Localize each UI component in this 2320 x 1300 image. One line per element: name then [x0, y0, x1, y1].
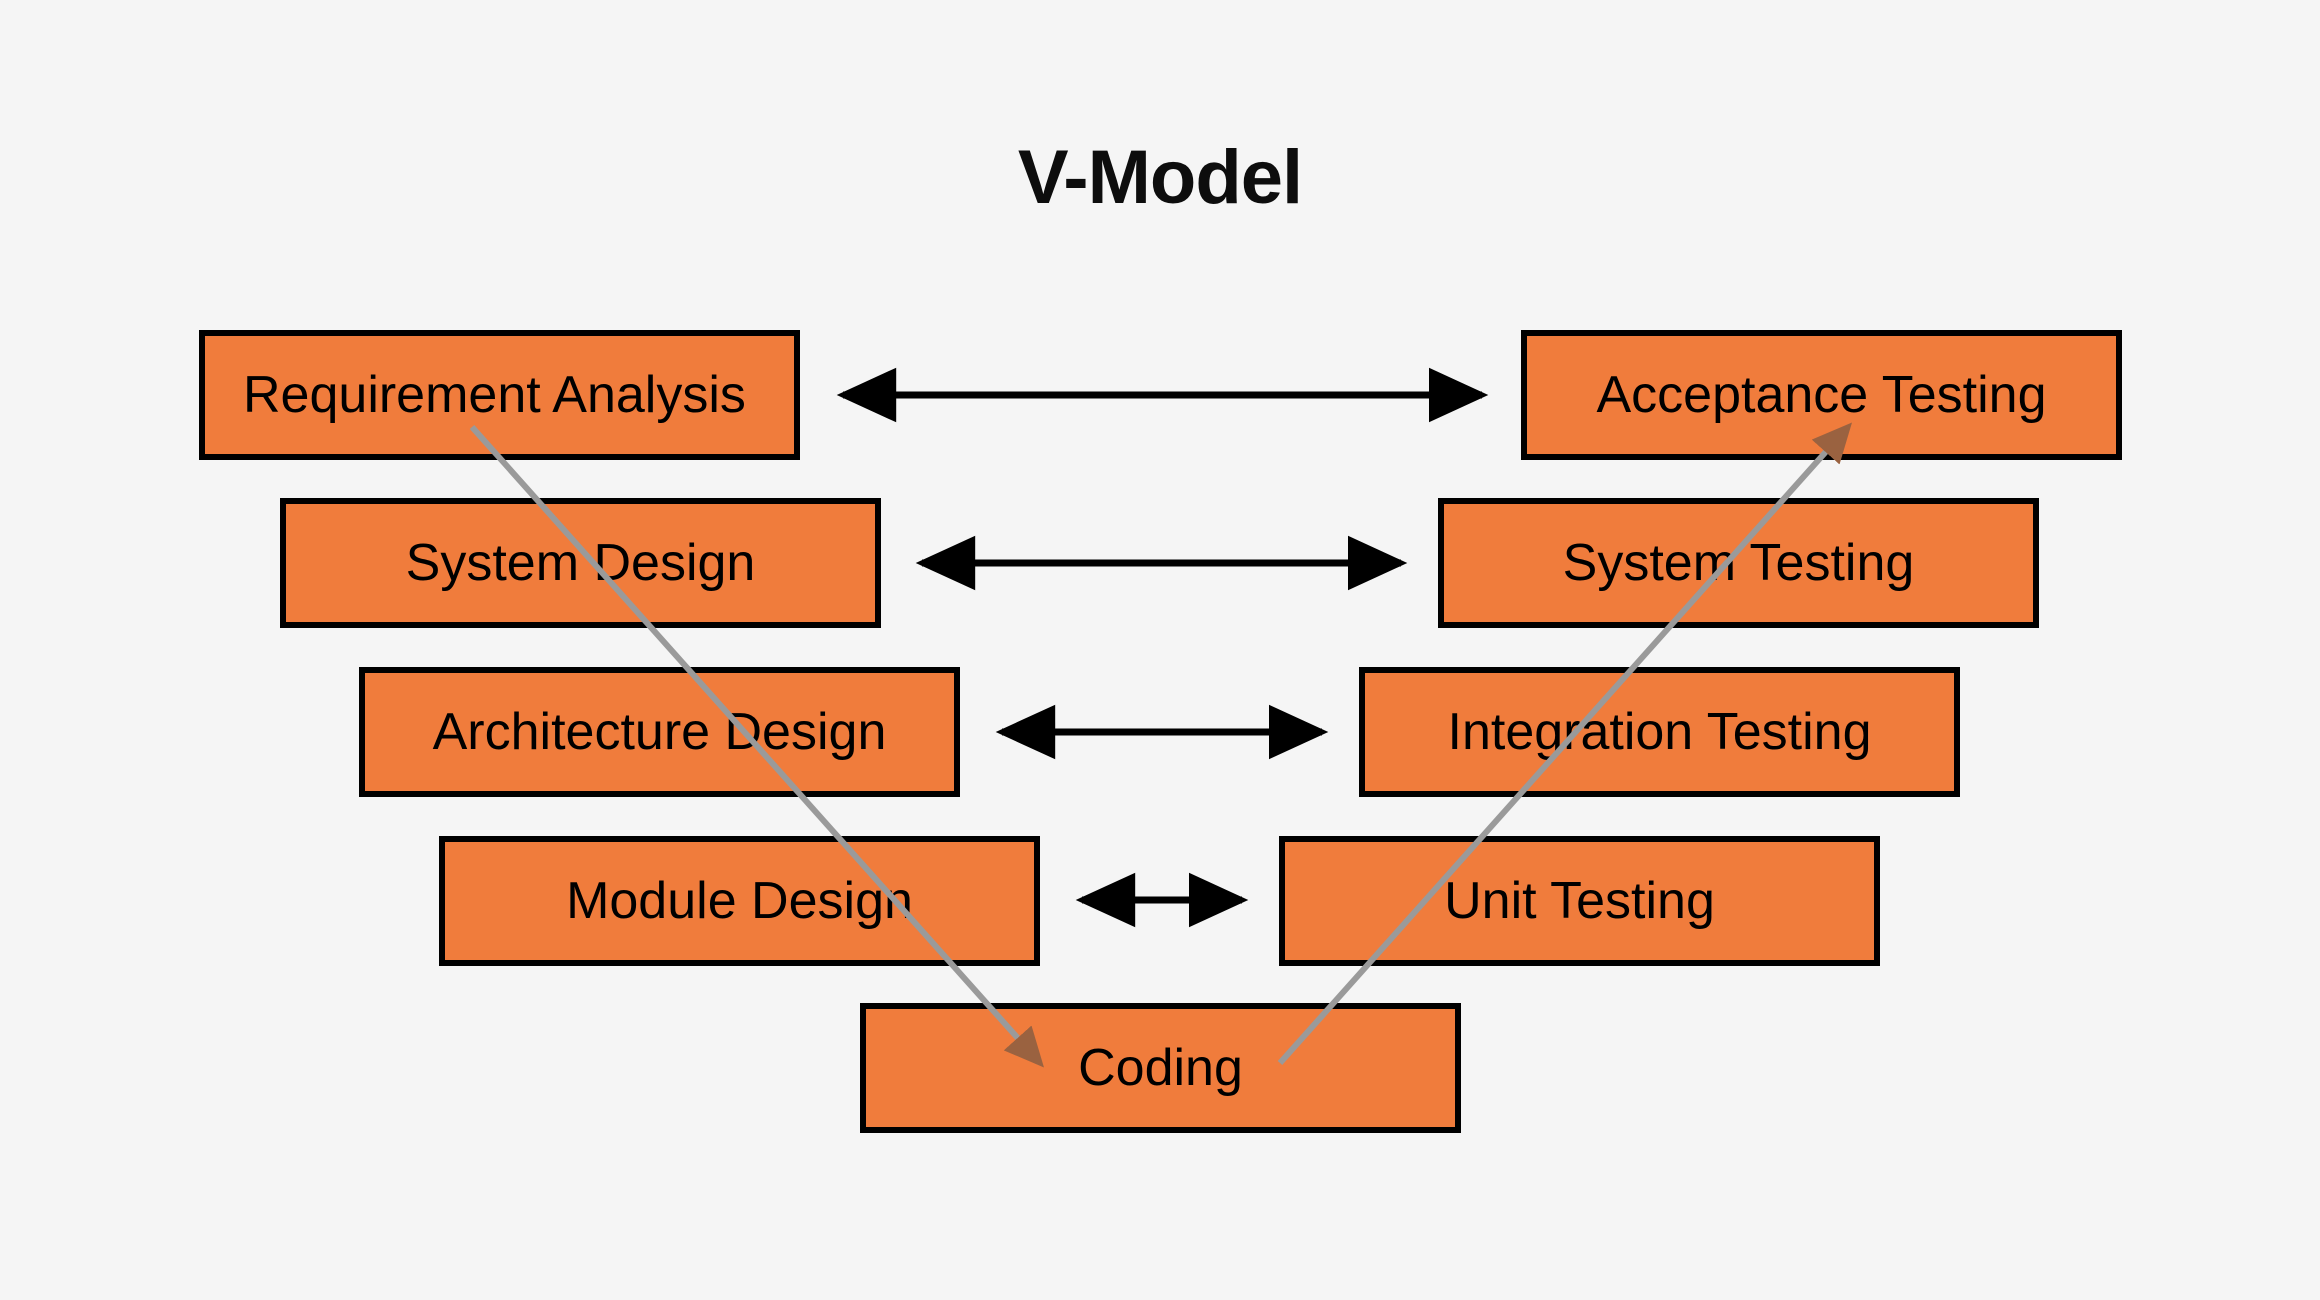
- stage-box-system-design[interactable]: System Design: [280, 498, 881, 628]
- stage-box-label: Integration Testing: [1447, 703, 1872, 761]
- stage-box-label: System Testing: [1562, 534, 1915, 592]
- stage-box-integration-testing[interactable]: Integration Testing: [1359, 667, 1960, 797]
- stage-box-label: Coding: [1078, 1039, 1243, 1097]
- page-title: V-Model: [1017, 135, 1303, 220]
- stage-box-module-design[interactable]: Module Design: [439, 836, 1040, 966]
- stage-box-system-testing[interactable]: System Testing: [1438, 498, 2039, 628]
- stage-box-requirement-analysis[interactable]: Requirement Analysis: [199, 330, 800, 460]
- stage-box-label: Module Design: [566, 872, 913, 930]
- stage-box-label: Acceptance Testing: [1596, 366, 2047, 424]
- stage-box-label: Architecture Design: [432, 703, 887, 761]
- stage-box-acceptance-testing[interactable]: Acceptance Testing: [1521, 330, 2122, 460]
- stage-box-coding[interactable]: Coding: [860, 1003, 1461, 1133]
- stage-box-label: Unit Testing: [1444, 872, 1715, 930]
- stage-box-label: System Design: [405, 534, 756, 592]
- stage-box-architecture-design[interactable]: Architecture Design: [359, 667, 960, 797]
- stage-box-label: Requirement Analysis: [243, 366, 746, 424]
- stage-box-unit-testing[interactable]: Unit Testing: [1279, 836, 1880, 966]
